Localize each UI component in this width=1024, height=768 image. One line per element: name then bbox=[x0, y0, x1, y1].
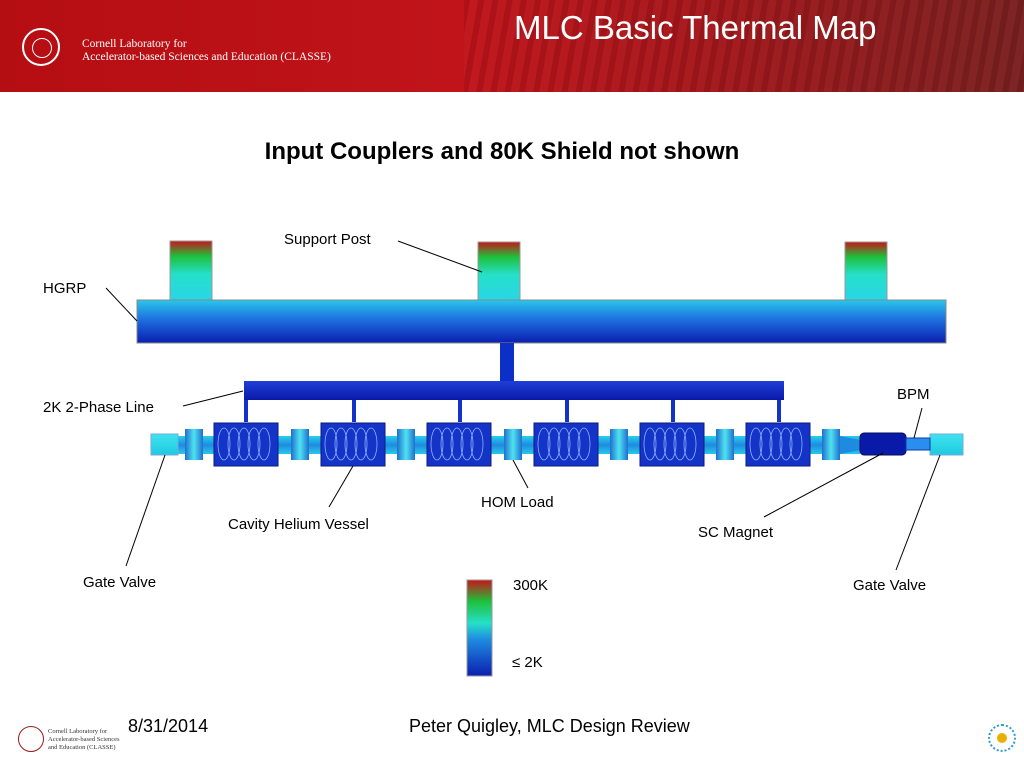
sc-magnet bbox=[859, 432, 907, 456]
temperature-legend-bar bbox=[466, 579, 493, 677]
leader-sc-magnet bbox=[763, 452, 884, 518]
two-phase-feed bbox=[565, 400, 569, 422]
footer-date: 8/31/2014 bbox=[128, 716, 209, 736]
leader-bpm bbox=[913, 407, 923, 439]
label-gate-valve-left: Gate Valve bbox=[83, 574, 157, 591]
label-two-phase-line: 2K 2-Phase Line bbox=[43, 399, 154, 416]
legend-cold-label: ≤ 2K bbox=[512, 654, 543, 671]
cornell-seal-icon bbox=[22, 28, 60, 66]
leader-support-post bbox=[397, 240, 483, 273]
two-phase-feed bbox=[458, 400, 462, 422]
hom-load bbox=[397, 429, 415, 460]
label-bpm: BPM bbox=[897, 386, 930, 403]
leader-gate-valve-left bbox=[125, 454, 166, 567]
hom-load bbox=[716, 429, 734, 460]
gate-valve-left-body bbox=[150, 433, 179, 456]
leader-hgrp bbox=[105, 287, 138, 322]
header-banner: Cornell Laboratory for Accelerator-based… bbox=[0, 0, 1024, 92]
legend-hot-label: 300K bbox=[513, 577, 549, 594]
support-post-center bbox=[477, 241, 521, 302]
two-phase-feeds bbox=[244, 400, 781, 422]
leader-hom-load bbox=[512, 459, 529, 489]
leader-two-phase bbox=[182, 390, 244, 407]
slide-title: MLC Basic Thermal Map bbox=[514, 9, 877, 46]
two-phase-feed bbox=[777, 400, 781, 422]
footer-org-line2: Accelerator-based Sciences bbox=[48, 736, 120, 743]
two-phase-feed bbox=[244, 400, 248, 422]
header-org: Cornell Laboratory for Accelerator-based… bbox=[82, 38, 331, 64]
leader-gate-valve-right bbox=[895, 454, 941, 571]
label-gate-valve-right: Gate Valve bbox=[853, 577, 927, 594]
hom-load bbox=[610, 429, 628, 460]
footer-presenter: Peter Quigley, MLC Design Review bbox=[409, 716, 690, 736]
slide-subtitle: Input Couplers and 80K Shield not shown bbox=[264, 138, 740, 165]
two-phase-line bbox=[244, 381, 784, 400]
label-support-post: Support Post bbox=[284, 231, 371, 248]
cavity-cells bbox=[217, 427, 803, 461]
hom-load bbox=[185, 429, 203, 460]
footer-org-line1: Cornell Laboratory for bbox=[48, 728, 108, 735]
label-hgrp: HGRP bbox=[43, 280, 87, 297]
header-org-line2: Accelerator-based Sciences and Education… bbox=[82, 51, 331, 63]
support-post-right bbox=[844, 241, 888, 302]
hom-load bbox=[291, 429, 309, 460]
hom-loads bbox=[185, 429, 840, 460]
hgrp-pipe bbox=[136, 299, 947, 344]
bpm bbox=[905, 437, 931, 451]
header-org-line1: Cornell Laboratory for bbox=[82, 38, 187, 50]
hom-load bbox=[822, 429, 840, 460]
hom-load bbox=[504, 429, 522, 460]
footer-cornell-seal-icon bbox=[18, 726, 44, 752]
label-cavity-helium-vessel: Cavity Helium Vessel bbox=[228, 516, 369, 533]
header-machinery-image bbox=[464, 0, 1024, 92]
label-hom-load: HOM Load bbox=[481, 494, 554, 511]
support-post-left bbox=[169, 240, 213, 302]
two-phase-feed bbox=[352, 400, 356, 422]
footer-org: Cornell Laboratory for Accelerator-based… bbox=[48, 728, 120, 752]
footer-org-line3: and Education (CLASSE) bbox=[48, 744, 116, 751]
gate-valve-right-body bbox=[929, 433, 964, 456]
label-sc-magnet: SC Magnet bbox=[698, 524, 774, 541]
hgrp-riser bbox=[500, 343, 514, 381]
two-phase-feed bbox=[671, 400, 675, 422]
beam-taper bbox=[840, 436, 860, 454]
leader-lines bbox=[105, 240, 941, 571]
leader-cavity-vessel bbox=[328, 465, 354, 508]
footer-lab-logo-icon bbox=[988, 724, 1016, 752]
